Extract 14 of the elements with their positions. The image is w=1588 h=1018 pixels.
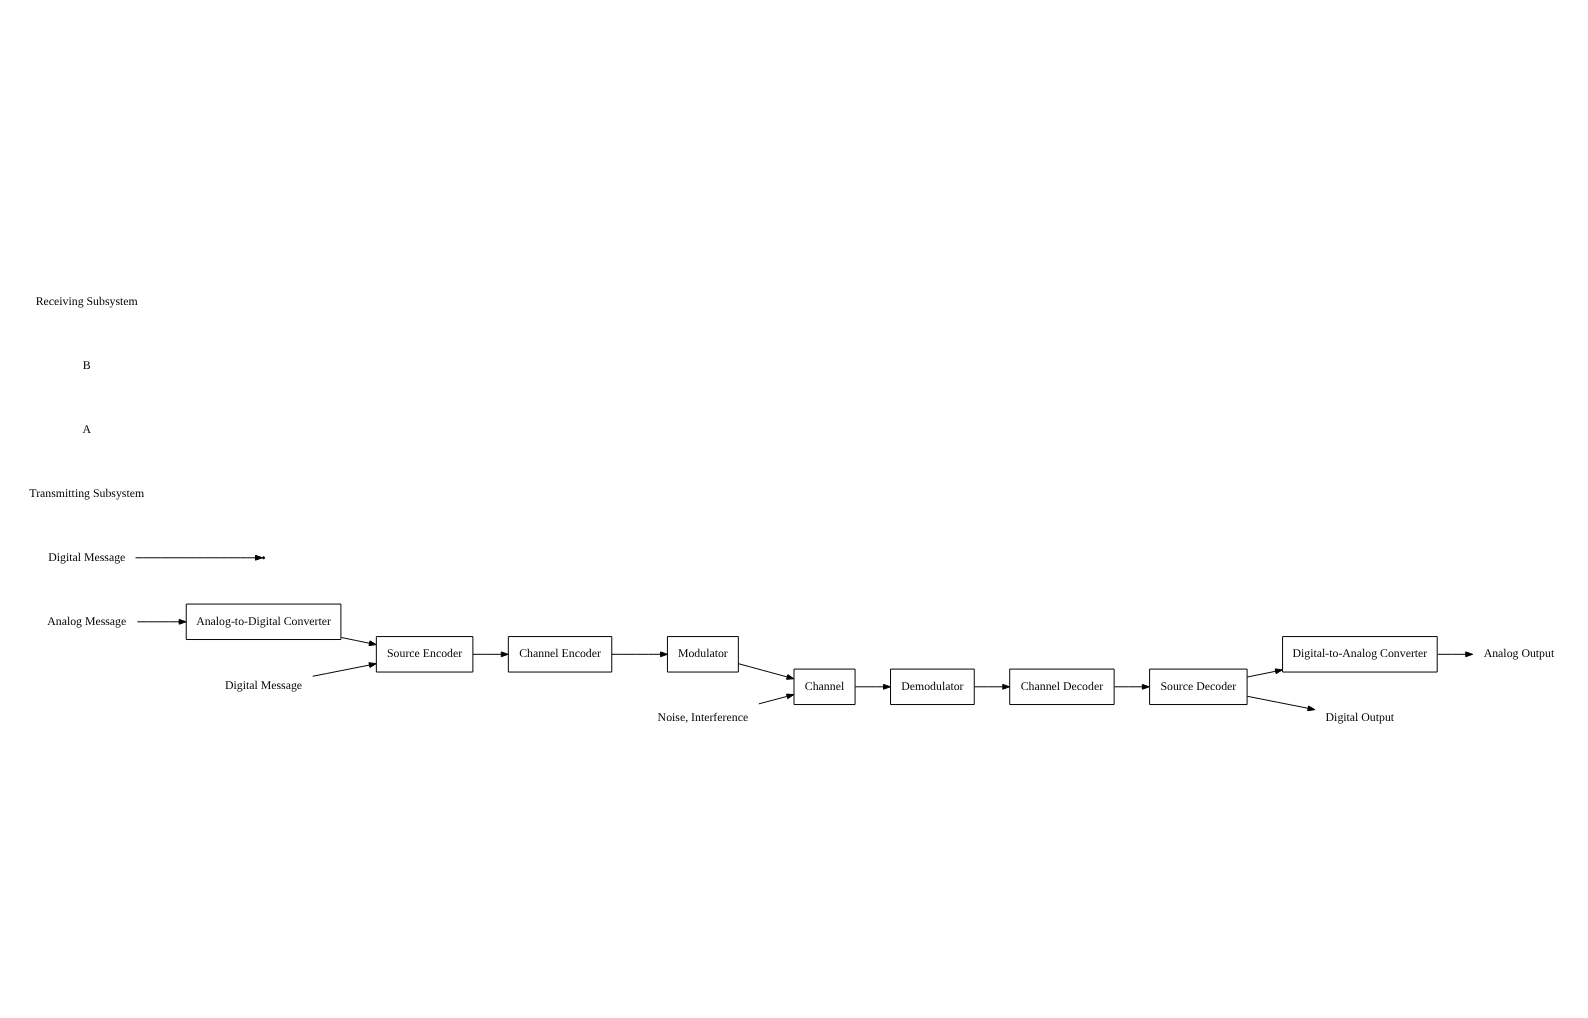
- arrow: [1246, 694, 1316, 711]
- arrow: [973, 682, 1011, 689]
- arrow: [340, 636, 377, 646]
- arrow: [1437, 650, 1474, 657]
- arrow: [312, 661, 377, 676]
- arrow: [1114, 682, 1150, 689]
- arrow: [136, 617, 187, 624]
- arrow: [472, 650, 509, 657]
- arrow: [738, 662, 795, 679]
- arrow: [611, 650, 668, 657]
- arrow: [758, 692, 795, 704]
- arrow: [1246, 667, 1283, 677]
- arrow: [854, 682, 891, 689]
- arrow: [135, 553, 263, 560]
